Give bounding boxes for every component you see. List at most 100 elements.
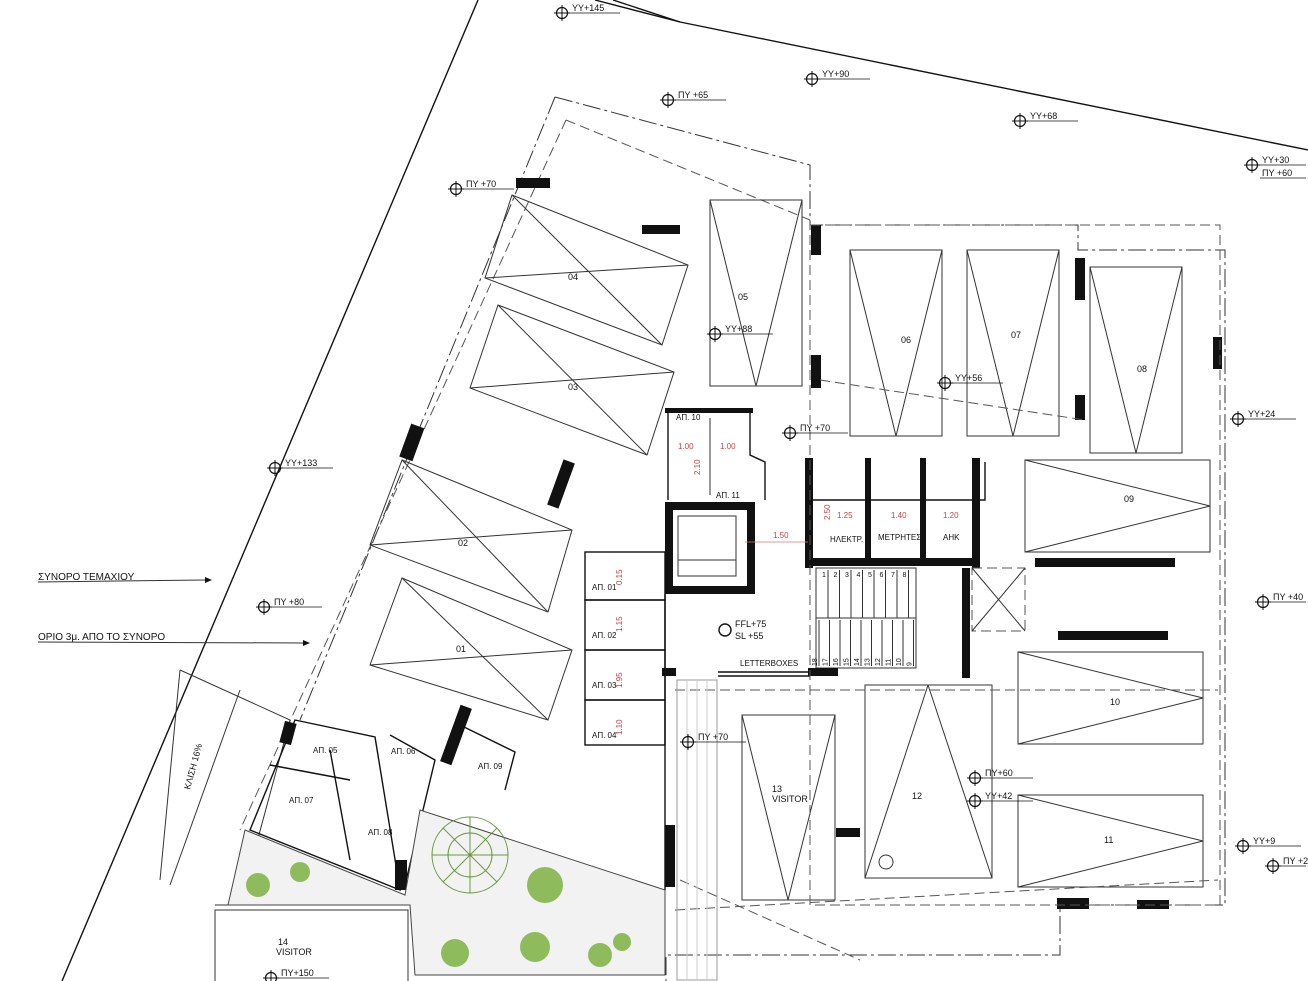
parking-bay-09: 09 xyxy=(1024,459,1211,553)
storage-label: ΑΠ. 06 xyxy=(391,747,416,756)
parking-bay-04: 04 xyxy=(484,194,689,346)
bay-label: 13 xyxy=(772,784,782,794)
stair-step-number: 9 xyxy=(907,662,914,666)
room-label-electrical: ΗΛΕΚΤΡ. xyxy=(830,535,863,544)
level-label: ΥΥ+30 xyxy=(1262,155,1289,165)
parking-bay-06: 06 xyxy=(849,249,943,437)
plot-boundary-label: ΣΥΝΟΡΟ ΤΕΜΑΧΙΟΥ xyxy=(38,572,135,583)
level-label: ΠΥ +60 xyxy=(1262,168,1292,178)
bay-label: VISITOR xyxy=(276,947,312,957)
parking-bay-07: 07 xyxy=(966,249,1060,437)
stair-step-number: 18 xyxy=(812,658,819,666)
setback-line xyxy=(239,96,1226,981)
level-label: ΠΥ+150 xyxy=(281,968,314,978)
dimension-label: 1.00 xyxy=(678,442,694,451)
boundary-annotations: ΣΥΝΟΡΟ ΤΕΜΑΧΙΟΥ ΟΡΙΟ 3μ. ΑΠΟ ΤΟ ΣΥΝΟΡΟ xyxy=(37,572,310,646)
dimension-label: 1.25 xyxy=(837,511,853,520)
parking-bay-03: 03 xyxy=(469,304,675,456)
dimension-label: 1.00 xyxy=(720,442,736,451)
bay-label: 04 xyxy=(568,272,578,282)
ffl-label: FFL+75 xyxy=(735,619,766,629)
parking-bay-02: 02 xyxy=(369,459,573,613)
parking-bay-12: 12 xyxy=(864,684,993,879)
stair-step-number: 17 xyxy=(823,658,830,666)
stair-step-number: 3 xyxy=(845,572,849,579)
level-label: ΠΥ +80 xyxy=(274,597,304,607)
lift-shaft xyxy=(665,502,755,594)
shaft-box xyxy=(971,567,1026,632)
stair-step-number: 8 xyxy=(903,572,907,579)
level-label: ΠΥ+60 xyxy=(985,768,1013,778)
storage-ap10: ΑΠ. 10 ΑΠ. 11 1.00 1.00 2.10 xyxy=(665,408,766,500)
storage-label: ΑΠ. 04 xyxy=(592,731,617,740)
walkway xyxy=(676,679,718,981)
parking-bay-10: 10 xyxy=(1017,651,1204,745)
stair-step-number: 16 xyxy=(833,658,840,666)
stair-step-number: 7 xyxy=(891,572,895,579)
dimension-label: 1.50 xyxy=(773,531,789,540)
garden xyxy=(227,809,666,976)
stair-step-number: 15 xyxy=(844,658,851,666)
bay-label: 09 xyxy=(1124,494,1134,504)
bay-label: 14 xyxy=(278,937,288,947)
parking-bay-01: 01 xyxy=(369,577,573,721)
room-label-meters: ΜΕΤΡΗΤΕΣ xyxy=(878,533,921,542)
stair-step-number: 2 xyxy=(834,572,838,579)
storage-label: ΑΠ. 02 xyxy=(592,631,617,640)
level-label: ΠΥ +70 xyxy=(800,423,830,433)
level-label: ΠΥ +70 xyxy=(466,179,496,189)
level-label: ΥΥ+42 xyxy=(985,791,1012,801)
parking-bay-05: 05 xyxy=(709,199,803,387)
storage-ap01-04: ΑΠ. 01 ΑΠ. 02 ΑΠ. 03 ΑΠ. 04 0.15 1.15 1.… xyxy=(584,551,666,746)
setback-label: ΟΡΙΟ 3μ. ΑΠΟ ΤΟ ΣΥΝΟΡΟ xyxy=(38,632,165,643)
level-label: ΥΥ+56 xyxy=(955,373,982,383)
level-label: ΥΥ+9 xyxy=(1253,836,1275,846)
dimension-label: 1.15 xyxy=(615,616,624,632)
level-label: ΥΥ+24 xyxy=(1248,409,1275,419)
level-label: ΠΥ +40 xyxy=(1273,592,1303,602)
stair-step-number: 5 xyxy=(868,572,872,579)
dimension-label: 1.40 xyxy=(891,511,907,520)
parking-bay-14: 14 VISITOR xyxy=(214,909,409,981)
level-label: ΠΥ +65 xyxy=(678,90,708,100)
stair-step-number: 6 xyxy=(880,572,884,579)
stair-step-number: 10 xyxy=(896,658,903,666)
bay-label: 03 xyxy=(568,382,578,392)
stair-step-number: 12 xyxy=(875,658,882,666)
bay-label: 02 xyxy=(458,538,468,548)
dimension-label: 1.95 xyxy=(615,672,624,688)
stair-step-number: 1 xyxy=(822,572,826,579)
level-label: ΠΥ +2 xyxy=(1283,856,1308,866)
storage-label: ΑΠ. 10 xyxy=(676,413,701,422)
letterboxes-label: LETTERBOXES xyxy=(740,659,798,668)
parking-bay-13: 13 VISITOR xyxy=(741,714,836,901)
accessible-icon xyxy=(878,854,894,870)
level-marker xyxy=(718,623,732,637)
parking-bay-08: 08 xyxy=(1089,266,1183,454)
parking-bay-11: 11 xyxy=(1017,794,1204,888)
level-label: ΥΥ+88 xyxy=(725,324,752,334)
stair-step-number: 14 xyxy=(854,658,861,666)
level-label: ΥΥ+90 xyxy=(822,69,849,79)
storage-label: ΑΠ. 08 xyxy=(368,828,393,837)
level-label: ΠΥ +70 xyxy=(698,732,728,742)
dimension-label: 1.20 xyxy=(943,511,959,520)
room-label-ahk: ΑΗΚ xyxy=(943,533,960,542)
storage-label: ΑΠ. 07 xyxy=(289,796,314,805)
bay-label: VISITOR xyxy=(772,794,808,804)
bay-label: 07 xyxy=(1011,330,1021,340)
dimension-label: 2.10 xyxy=(693,459,702,475)
level-label: ΥΥ+68 xyxy=(1030,111,1057,121)
bay-label: 12 xyxy=(912,791,922,801)
storage-label: ΑΠ. 01 xyxy=(592,583,617,592)
dimension-label: 2.50 xyxy=(823,504,832,520)
dimension-label: 0.15 xyxy=(615,569,624,585)
bay-label: 01 xyxy=(456,644,466,654)
storage-label: ΑΠ. 09 xyxy=(478,762,503,771)
bay-label: 05 xyxy=(738,292,748,302)
level-label: ΥΥ+133 xyxy=(285,458,317,468)
ramp-label: ΚΛΙΣΗ 16% xyxy=(182,742,204,790)
